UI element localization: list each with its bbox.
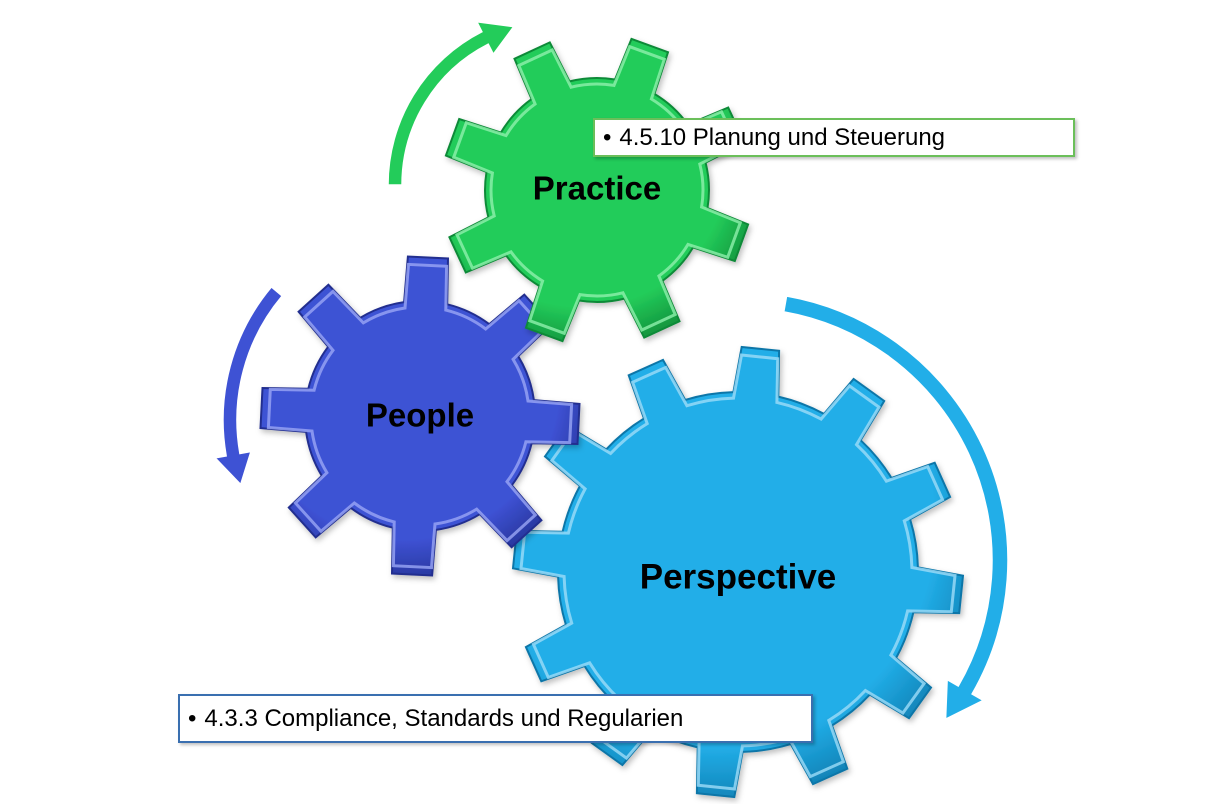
callout-perspective: • 4.3.3 Compliance, Standards und Regula… — [178, 694, 813, 743]
arrow-blue — [213, 285, 284, 486]
gear-perspective — [511, 345, 965, 799]
arrow-cyan — [782, 295, 1009, 721]
gear-practice — [444, 37, 750, 343]
arrow-green-shape — [387, 20, 516, 186]
arrow-blue-shape — [213, 285, 284, 486]
gear-label-practice: Practice — [533, 170, 661, 207]
gear-practice-bevel — [451, 44, 743, 336]
arrow-green — [387, 20, 516, 186]
callout-bullet: • — [603, 123, 612, 151]
callout-bullet: • — [188, 704, 197, 732]
gear-label-perspective: Perspective — [640, 557, 837, 596]
arrow-cyan-shape — [782, 295, 1009, 721]
gear-perspective-bevel — [519, 353, 957, 791]
gear-people — [259, 255, 581, 577]
callout-text-practice: 4.5.10 Planung und Steuerung — [619, 123, 946, 151]
callout-text-perspective: 4.3.3 Compliance, Standards und Regulari… — [204, 704, 684, 732]
gear-people-bevel — [266, 262, 574, 570]
callout-practice: • 4.5.10 Planung und Steuerung — [593, 118, 1075, 157]
gear-label-people: People — [366, 397, 474, 434]
